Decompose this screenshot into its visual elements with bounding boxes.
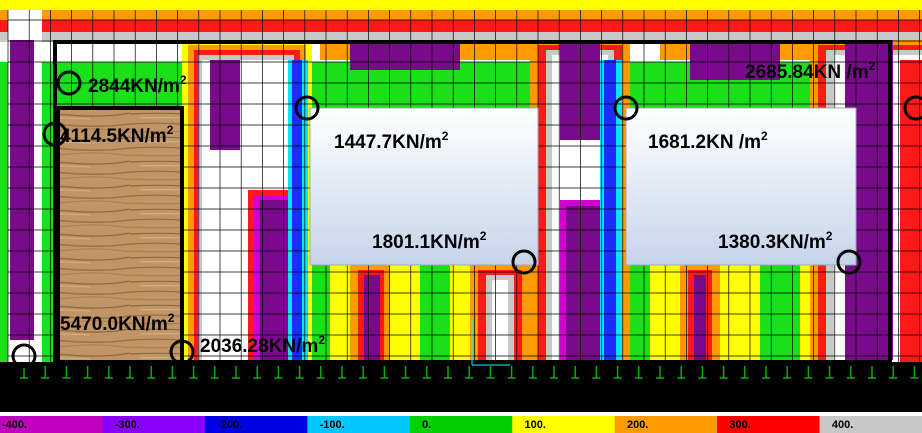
stress-label: 5470.0KN/m2: [60, 311, 175, 335]
stress-label: 2844KN/m2: [88, 73, 187, 97]
stress-label: 4114.5KN/m2: [60, 123, 174, 147]
legend-swatch: [102, 416, 206, 433]
support-row: [20, 366, 919, 379]
wood-texture: [58, 108, 182, 363]
load-panel-left: [309, 107, 539, 266]
legend-swatch: [819, 416, 922, 433]
legend-label: -300.: [115, 419, 140, 431]
legend-swatch: [614, 416, 718, 433]
stress-label: 2685.84KN /m2: [745, 59, 876, 83]
load-panel-right: [625, 107, 857, 266]
stress-label: 1447.7KN/m2: [334, 129, 449, 153]
legend-label: 100.: [525, 419, 546, 431]
stress-labels: 2844KN/m2 4114.5KN/m2 1447.7KN/m2 1801.1…: [60, 59, 876, 357]
legend-label: 400.: [832, 419, 853, 431]
legend-label: -200.: [217, 419, 242, 431]
color-legend: -400. -300. -200. -100. 0. 100. 200. 300. 400.: [0, 416, 922, 433]
foundation-strip: [0, 362, 922, 412]
legend-swatch: [0, 416, 103, 433]
legend-swatch: [204, 416, 308, 433]
legend-label: 0.: [422, 419, 431, 431]
legend-swatch: [307, 416, 411, 433]
legend-swatch: [717, 416, 821, 433]
support-marker-icon: [56, 70, 82, 96]
legend-label: 200.: [627, 419, 648, 431]
support-marker-icon: [613, 95, 639, 121]
stress-label: 1681.2KN /m2: [648, 129, 768, 153]
support-marker-icon: [42, 121, 68, 147]
stress-label: 1801.1KN/m2: [372, 229, 487, 253]
support-marker-icon: [511, 249, 537, 275]
support-marker-icon: [836, 249, 862, 275]
support-marker-icon: [169, 339, 195, 365]
stress-label: 1380.3KN/m2: [718, 229, 833, 253]
legend-swatch: [409, 416, 513, 433]
legend-swatch: [512, 416, 616, 433]
support-marker-icon: [903, 95, 922, 121]
support-marker-icon: [294, 95, 320, 121]
axis-gizmo-icon: [471, 318, 510, 366]
legend-label: -100.: [320, 419, 345, 431]
legend-label: -400.: [2, 419, 27, 431]
legend-label: 300.: [729, 419, 750, 431]
support-marker-icon: [11, 343, 37, 369]
stress-label: 2036.28KN/m2: [200, 333, 325, 357]
